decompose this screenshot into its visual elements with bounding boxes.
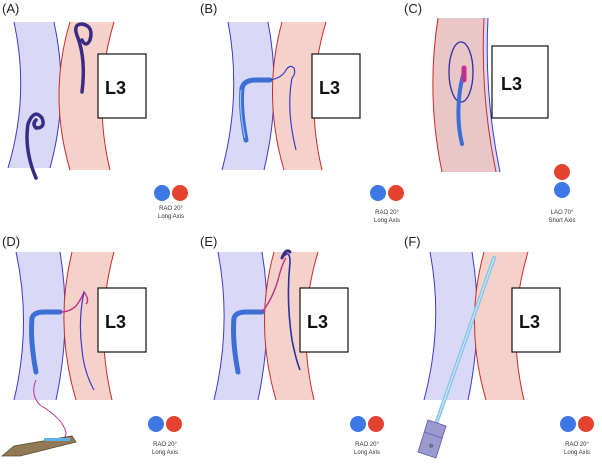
dot-red [388, 185, 404, 201]
panel-label: (B) [200, 1, 217, 16]
ivc-vessel [214, 252, 268, 400]
panel-label: (D) [2, 234, 20, 249]
aorta-left-wall [263, 251, 277, 401]
catheter-highlight [239, 89, 246, 139]
ivc-left-wall [423, 251, 437, 401]
ivc-vessel [222, 22, 275, 170]
l3-label: L3 [501, 74, 522, 94]
view-line1: RAO 20° [355, 442, 379, 448]
l3-vertebra-box [97, 53, 147, 119]
l3-vertebra-box [511, 287, 561, 353]
dot-blue [560, 416, 576, 432]
catheter-ivc [29, 309, 63, 375]
dot-blue [554, 182, 570, 198]
panel-e: L3 RAO 20° Long Axis (E) [200, 234, 384, 456]
dot-red [166, 416, 182, 432]
view-line1: RAO 20° [159, 206, 183, 212]
panel-label: (C) [404, 1, 422, 16]
dot-red [554, 164, 570, 180]
ivc-left-wall [213, 251, 225, 401]
panel-label: (A) [2, 1, 19, 16]
catheter-ivc [231, 309, 265, 375]
aorta-left-wall [432, 17, 443, 173]
snare-wire [59, 290, 89, 313]
panel-f: L3 ◍ RAO 20° Long Axis (F) [404, 234, 594, 459]
catheter-ivc [239, 77, 273, 143]
l3-vertebra-box [311, 53, 361, 119]
l3-label: L3 [105, 78, 126, 98]
dot-red [368, 416, 384, 432]
guidewire-aorta [283, 253, 301, 371]
view-line2: Short Axis [548, 218, 575, 224]
view-line2: Long Axis [158, 214, 184, 220]
aorta-vessel [432, 18, 496, 172]
panel-a: L3 RAO 20° Long Axis (A) [2, 1, 188, 220]
ivc-left-wall [13, 251, 25, 401]
l3-vertebra-box [491, 45, 549, 119]
guidewire-aorta [74, 22, 93, 94]
snare-wire [261, 257, 287, 313]
sheath-marker [44, 438, 70, 441]
dot-red [172, 185, 188, 201]
l3-label: L3 [307, 312, 328, 332]
ivc-right-wall [486, 17, 501, 173]
panel-d: L3 RAO 20° Long Axis (D) [0, 234, 182, 457]
ivc-vessel [8, 22, 62, 168]
ivc-left-wall [221, 21, 235, 171]
dot-blue [148, 416, 164, 432]
guidewire-ivc [25, 112, 45, 180]
dot-blue [370, 185, 386, 201]
dot-blue [154, 185, 170, 201]
panel-b: L3 RAO 20° Long Axis (B) [200, 1, 404, 224]
aorta-left-wall [63, 251, 77, 401]
aorta-left-wall [271, 21, 285, 171]
snare-loop [448, 41, 474, 103]
view-line2: Long Axis [354, 450, 380, 456]
device-mark: ◍ [429, 443, 434, 449]
crossing-wire [269, 65, 297, 151]
l3-vertebra-box [97, 287, 147, 353]
view-line1: LAO 70° [551, 210, 574, 216]
panel-label: (F) [404, 234, 421, 249]
wire-loop-top [280, 249, 292, 260]
needle-highlight [435, 257, 495, 425]
panel-c: L3 LAO 70° Short Axis (C) [404, 1, 576, 224]
view-line1: RAO 20° [153, 442, 177, 448]
l3-label: L3 [519, 312, 540, 332]
aorta-right-wall [482, 17, 497, 173]
aorta-left-wall [473, 251, 487, 401]
view-line1: RAO 20° [565, 442, 589, 448]
l3-label: L3 [319, 78, 340, 98]
dot-red [578, 416, 594, 432]
ivc-vessel [424, 252, 478, 400]
stent-graft-device [417, 419, 447, 459]
view-line2: Long Axis [374, 218, 400, 224]
view-line2: Long Axis [152, 450, 178, 456]
l3-label: L3 [105, 312, 126, 332]
crossing-wire [79, 291, 95, 391]
ivc-vessel [14, 252, 66, 400]
device-band [423, 431, 443, 439]
ivc-left-wall [7, 21, 22, 169]
l3-vertebra-box [299, 287, 349, 353]
view-line1: RAO 20° [375, 210, 399, 216]
panel-label: (E) [200, 234, 217, 249]
dot-blue [350, 416, 366, 432]
aorta-left-wall [58, 21, 71, 171]
view-line2: Long Axis [564, 450, 590, 456]
